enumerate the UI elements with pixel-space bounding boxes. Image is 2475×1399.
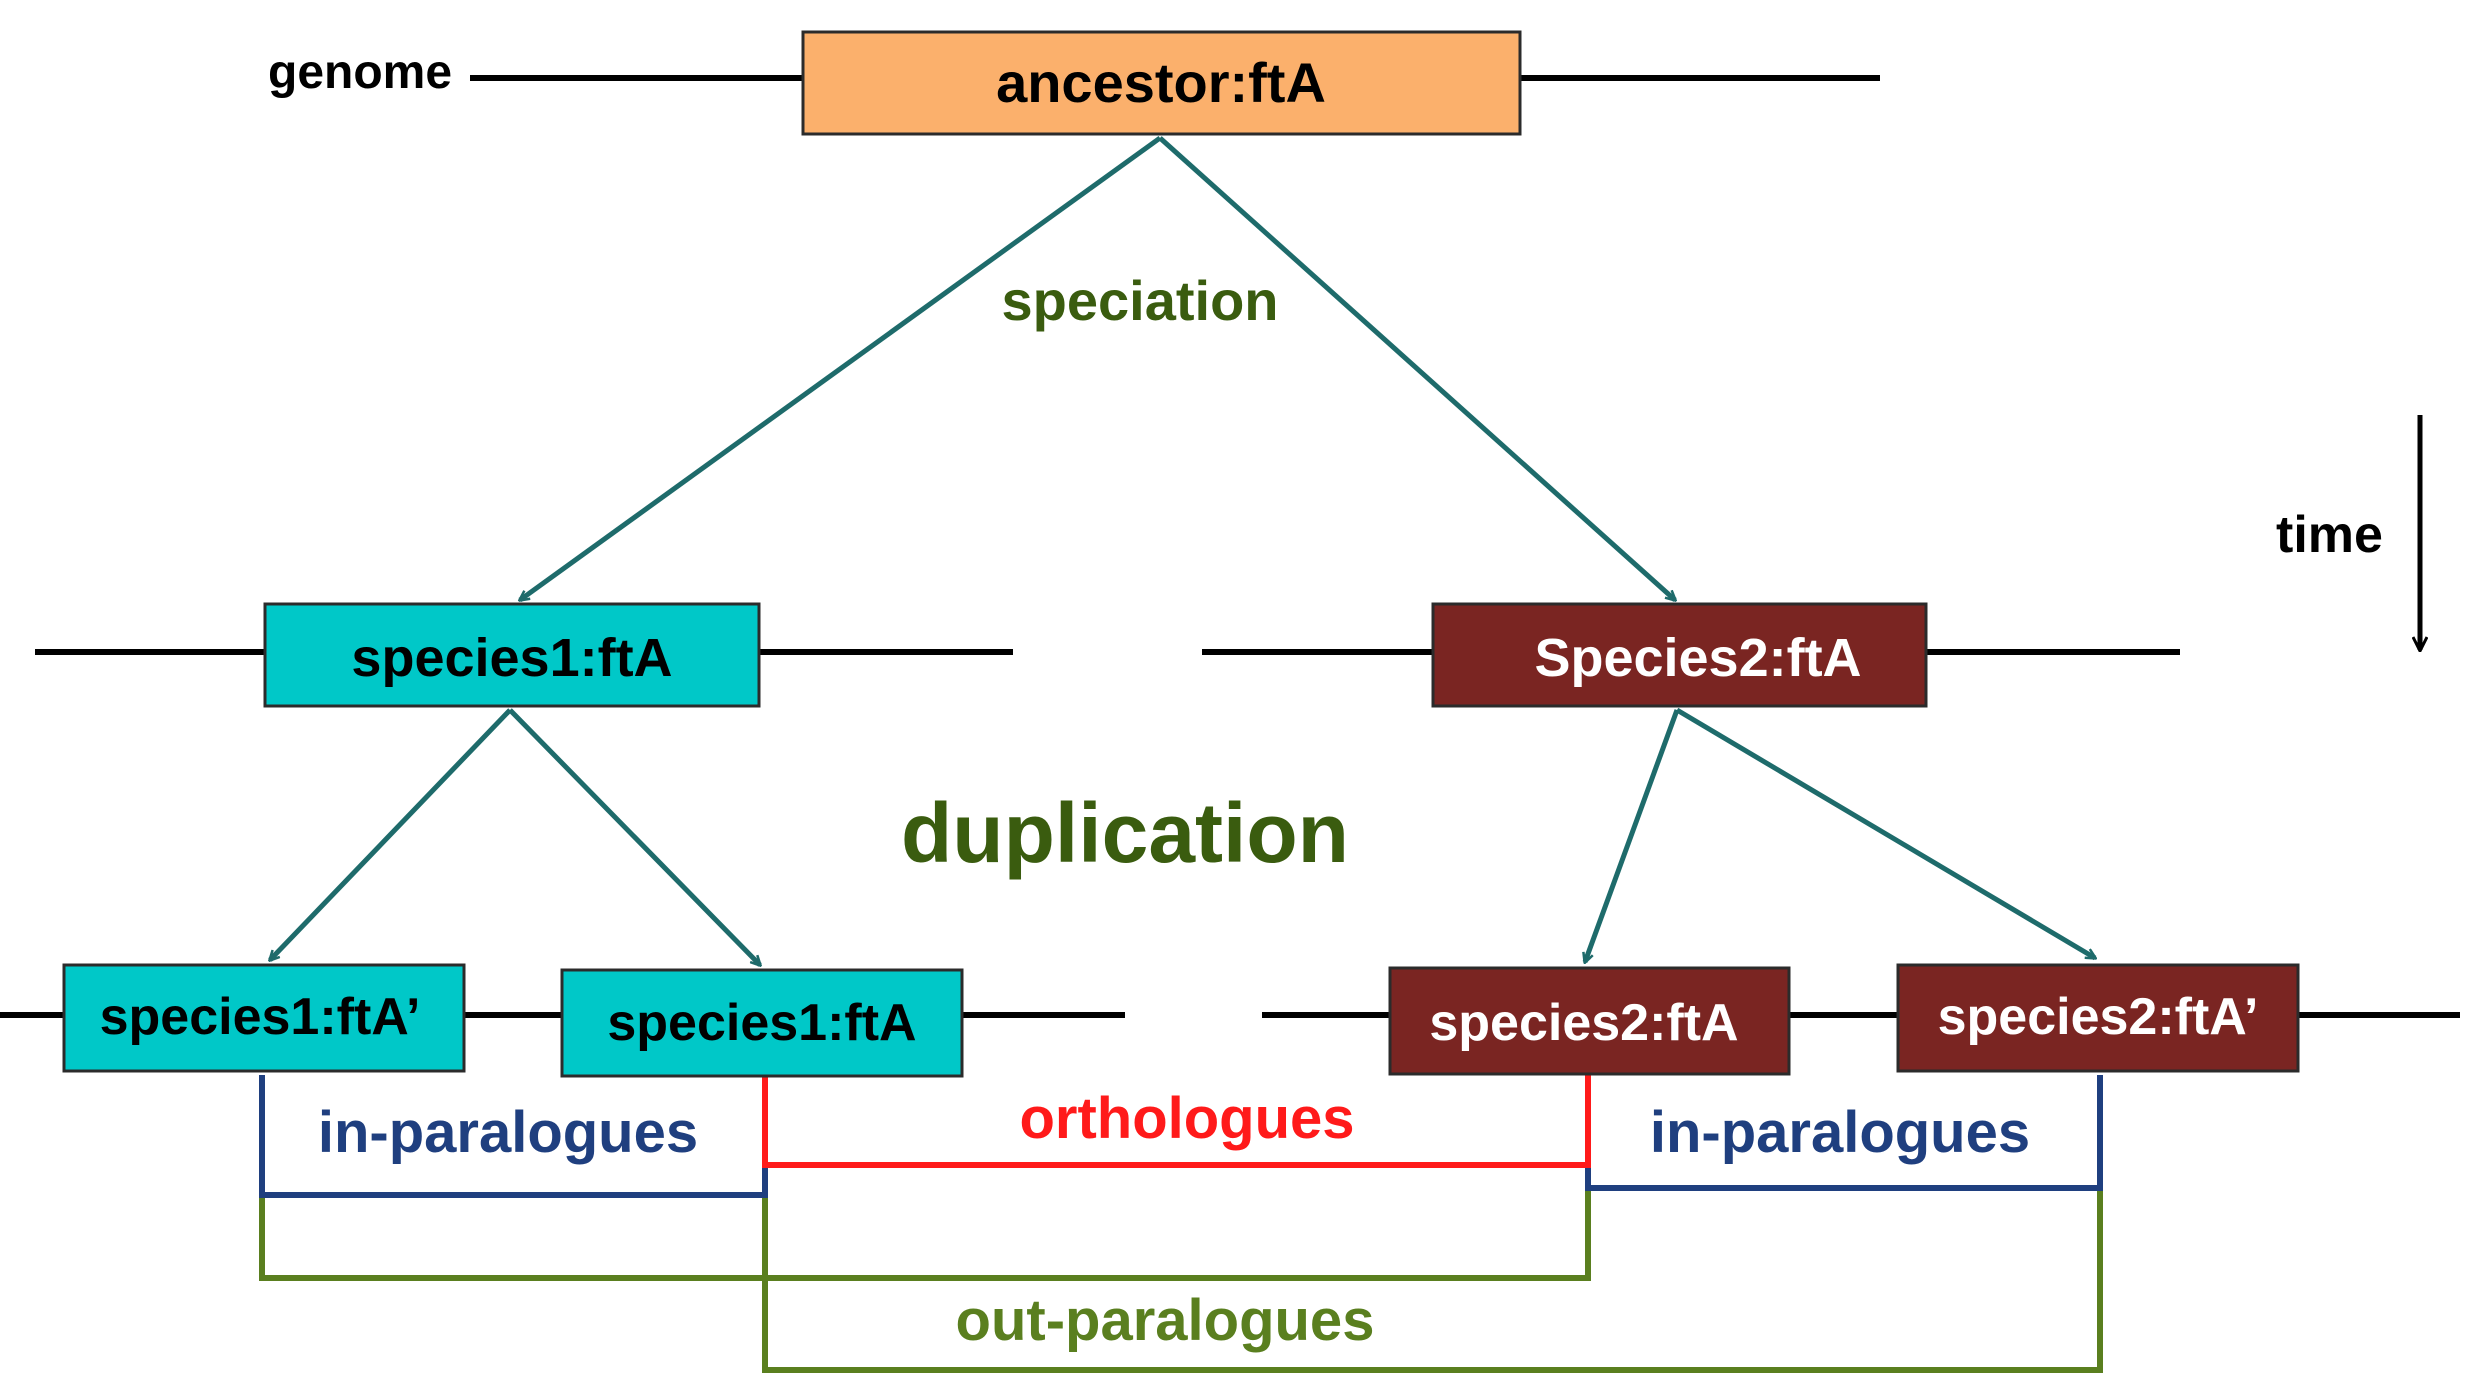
gene-species2: Species2:ftA: [1431, 602, 1928, 708]
gene-species1-dup: species1:ftA: [560, 968, 964, 1078]
orthologues-label: orthologues: [1019, 1086, 1354, 1151]
gene-label-species2-dup: species2:ftA: [1429, 994, 1738, 1052]
gene-box-species1: [263, 602, 761, 708]
orthologues-bracket: [762, 1075, 1591, 1168]
in-paralogues-right-label: in-paralogues: [1650, 1100, 2030, 1165]
gene-species1: species1:ftA: [263, 602, 761, 708]
gene-label-species1-dup: species1:ftA: [607, 994, 916, 1052]
gene-species2-dup: species2:ftA: [1388, 966, 1791, 1076]
gene-label-species1-dup-prime: species1:ftA’: [100, 988, 421, 1046]
arrow-species1-to-dup-prime: [270, 708, 512, 960]
time-label: time: [2276, 506, 2383, 564]
out-paralogues-label: out-paralogues: [956, 1288, 1375, 1353]
gene-box-ancestor: [801, 30, 1522, 136]
gene-box-species1-dup-prime: [62, 963, 466, 1073]
arrow-ancestor-to-species1: [520, 135, 1162, 600]
gene-label-species2: Species2:ftA: [1534, 628, 1861, 688]
gene-box-species1-dup: [560, 968, 964, 1078]
out-paralogues-bracket-lower: [762, 1080, 2103, 1373]
gene-ancestor: ancestor:ftA: [801, 30, 1522, 136]
gene-label-ancestor: ancestor:ftA: [996, 51, 1326, 114]
arrow-ancestor-to-species2: [1158, 136, 1675, 600]
relationship-brackets: [259, 1075, 2103, 1373]
gene-species2-dup-prime: species2:ftA’: [1896, 963, 2300, 1073]
evolution-arrows: [270, 135, 2095, 965]
genome-label: genome: [268, 46, 452, 99]
arrow-species1-to-dup: [508, 708, 760, 965]
gene-box-species2-dup-prime: [1896, 963, 2300, 1073]
gene-label-species1: species1:ftA: [351, 628, 672, 688]
in-paralogues-left-label: in-paralogues: [318, 1100, 698, 1165]
gene-box-species2-dup: [1388, 966, 1791, 1076]
arrow-species2-to-dup: [1585, 709, 1680, 962]
gene-label-species2-dup-prime: species2:ftA’: [1938, 988, 2259, 1046]
duplication-label: duplication: [901, 786, 1349, 880]
arrow-species2-to-dup-prime: [1675, 707, 2095, 961]
gene-species1-dup-prime: species1:ftA’: [62, 963, 466, 1073]
gene-box-species2: [1431, 602, 1928, 708]
speciation-label: speciation: [1002, 269, 1279, 332]
